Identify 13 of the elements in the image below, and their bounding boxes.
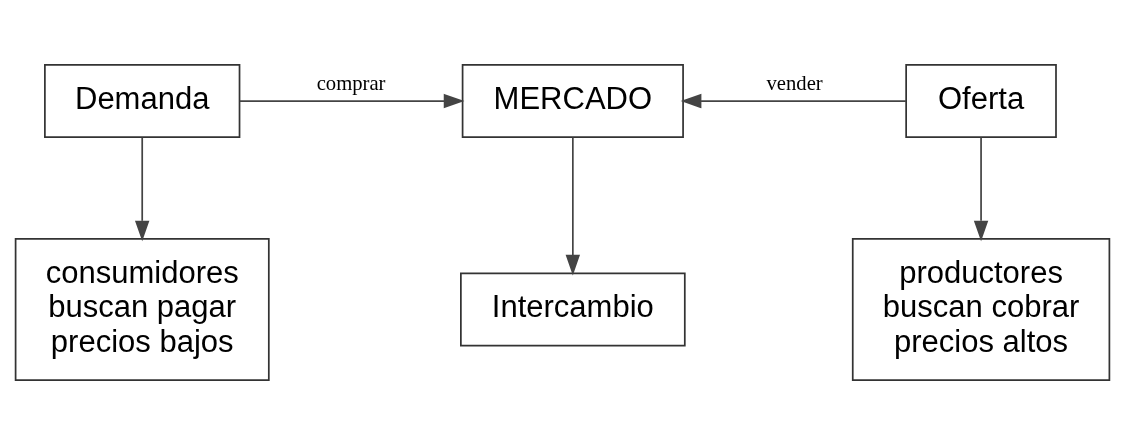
arrow xyxy=(239,93,465,109)
edge-label: vender xyxy=(766,72,823,95)
edge-label: comprar xyxy=(316,72,386,95)
node-box: Intercambio xyxy=(460,272,686,347)
node-box: Oferta xyxy=(905,64,1057,139)
arrow xyxy=(134,136,150,242)
node-box: Demanda xyxy=(44,64,241,139)
arrow xyxy=(680,93,907,109)
node-box: MERCADO xyxy=(461,64,684,139)
arrow xyxy=(973,136,989,242)
node-box: consumidores buscan pagar precios bajos xyxy=(14,238,270,381)
arrow xyxy=(565,136,581,276)
node-box: productores buscan cobrar precios altos xyxy=(851,238,1111,381)
